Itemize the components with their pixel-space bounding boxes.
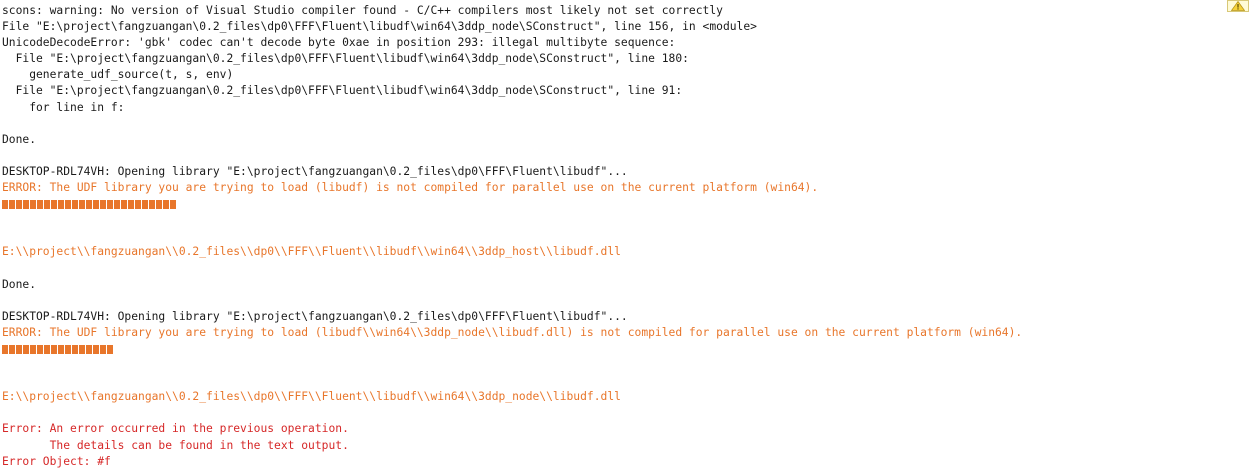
output-line: DESKTOP-RDL74VH: Opening library "E:\pro… [2, 164, 628, 178]
progress-block [100, 199, 106, 209]
progress-block [86, 199, 92, 209]
error-line: E:\\project\\fangzuangan\\0.2_files\\dp0… [2, 390, 621, 404]
progress-block [23, 199, 29, 209]
progress-block [149, 199, 155, 209]
progress-block [16, 199, 22, 209]
output-line: DESKTOP-RDL74VH: Opening library "E:\pro… [2, 309, 628, 323]
progress-block [128, 199, 134, 209]
progress-block [30, 199, 36, 209]
error-line: Error: An error occurred in the previous… [2, 422, 349, 436]
output-line: generate_udf_source(t, s, env) [2, 68, 234, 82]
progress-block [100, 344, 106, 354]
progress-bar [2, 344, 113, 354]
progress-block [114, 199, 120, 209]
progress-block [30, 344, 36, 354]
progress-block [44, 344, 50, 354]
progress-block [121, 199, 127, 209]
blank-line [2, 293, 1223, 309]
progress-block [135, 199, 141, 209]
blank-line [2, 116, 1223, 132]
error-line: The details can be found in the text out… [2, 438, 349, 452]
progress-block [2, 344, 8, 354]
progress-bar [2, 199, 176, 209]
progress-block [72, 344, 78, 354]
output-line: for line in f: [2, 100, 125, 114]
progress-block [51, 199, 57, 209]
progress-block [170, 199, 176, 209]
progress-block [44, 199, 50, 209]
progress-block [163, 199, 169, 209]
progress-block [23, 344, 29, 354]
error-line: Error Object: #f [2, 454, 111, 468]
blank-line [2, 357, 1223, 373]
progress-block [9, 199, 15, 209]
warning-triangle-icon[interactable] [1227, 0, 1249, 12]
progress-block [2, 199, 8, 209]
blank-line [2, 148, 1223, 164]
progress-block [51, 344, 57, 354]
output-line: Done. [2, 277, 37, 291]
progress-block [37, 344, 43, 354]
error-line: ERROR: The UDF library you are trying to… [2, 325, 1023, 339]
progress-block [65, 199, 71, 209]
progress-block [86, 344, 92, 354]
output-line: File "E:\project\fangzuangan\0.2_files\d… [2, 84, 683, 98]
text-output-console[interactable]: scons: warning: No version of Visual Stu… [2, 3, 1223, 473]
output-line: scons: warning: No version of Visual Stu… [2, 4, 723, 17]
progress-block [58, 199, 64, 209]
progress-block [16, 344, 22, 354]
output-line: UnicodeDecodeError: 'gbk' codec can't de… [2, 36, 676, 50]
error-line: ERROR: The UDF library you are trying to… [2, 181, 819, 195]
output-line: File "E:\project\fangzuangan\0.2_files\d… [2, 20, 757, 34]
blank-line [2, 261, 1223, 277]
progress-block [58, 344, 64, 354]
progress-block [93, 344, 99, 354]
blank-line [2, 405, 1223, 421]
progress-block [72, 199, 78, 209]
error-line: E:\\project\\fangzuangan\\0.2_files\\dp0… [2, 245, 621, 259]
progress-block [107, 199, 113, 209]
progress-block [93, 199, 99, 209]
blank-line [2, 228, 1223, 244]
progress-block [142, 199, 148, 209]
progress-block [107, 344, 113, 354]
progress-block [79, 199, 85, 209]
progress-row [2, 196, 1223, 212]
progress-block [9, 344, 15, 354]
blank-line [2, 212, 1223, 228]
output-line: File "E:\project\fangzuangan\0.2_files\d… [2, 52, 689, 66]
output-line: Done. [2, 132, 37, 146]
progress-block [37, 199, 43, 209]
progress-block [65, 344, 71, 354]
progress-block [156, 199, 162, 209]
progress-block [79, 344, 85, 354]
progress-row [2, 341, 1223, 357]
blank-line [2, 373, 1223, 389]
